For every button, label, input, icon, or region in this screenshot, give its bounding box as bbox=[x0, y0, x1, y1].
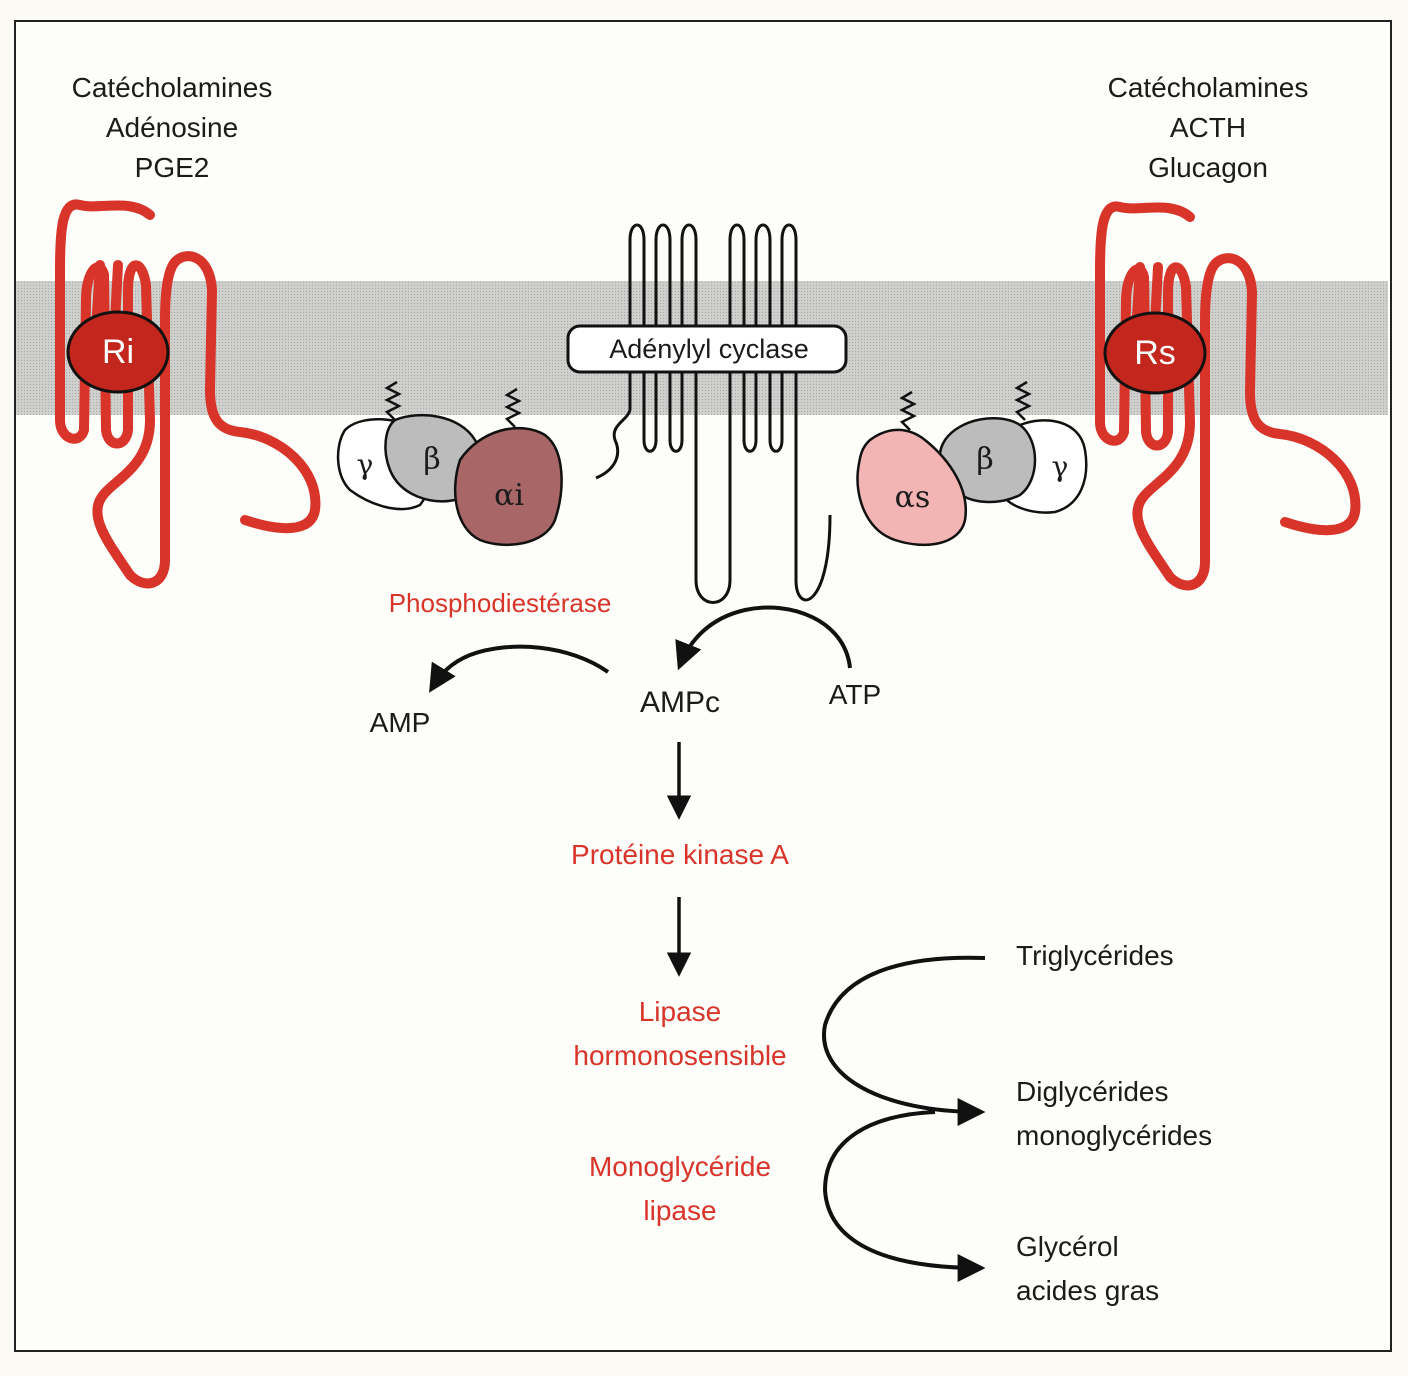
gamma-i-label: γ bbox=[356, 448, 374, 481]
beta-s-label: β bbox=[976, 442, 994, 477]
mg-lipase-line: lipase bbox=[643, 1195, 717, 1226]
alpha-i-subunit bbox=[453, 426, 563, 547]
lipase-hs-label: Lipase hormonosensible bbox=[520, 990, 840, 1078]
atp-label: ATP bbox=[828, 679, 882, 710]
gamma-s-label: γ bbox=[1051, 450, 1069, 483]
pka-label: Protéine kinase A bbox=[571, 839, 789, 870]
beta-i-label: β bbox=[423, 442, 441, 477]
adenylyl-cyclase-box bbox=[566, 324, 848, 374]
ligand-label: Catécholamines bbox=[1107, 72, 1309, 103]
ligands-stimulatory: Catécholamines ACTH Glucagon bbox=[1078, 68, 1338, 188]
alpha-i-label: αi bbox=[494, 478, 524, 513]
lipase-hs-line: hormonosensible bbox=[573, 1040, 787, 1071]
lipid-anchor-gamma bbox=[1014, 380, 1032, 421]
diglycerides-line: Diglycérides bbox=[1016, 1076, 1169, 1107]
arrow-atp-to-ampc bbox=[675, 605, 852, 671]
ligand-label: ACTH bbox=[1169, 112, 1247, 143]
lipid-anchor-gamma bbox=[384, 380, 402, 421]
diglycerides-label: Diglycérides monoglycérides bbox=[1016, 1070, 1212, 1158]
diglycerides-line: monoglycérides bbox=[1016, 1120, 1213, 1151]
ligand-label: Glucagon bbox=[1148, 152, 1268, 183]
lipase-hs-line: Lipase bbox=[638, 996, 722, 1027]
glycerol-line: Glycérol bbox=[1016, 1231, 1119, 1262]
amp-label: AMP bbox=[369, 707, 431, 738]
ligand-label: Adénosine bbox=[105, 112, 239, 143]
mg-lipase-line: Monoglycéride bbox=[588, 1151, 772, 1182]
arrow-ampc-to-amp bbox=[429, 644, 610, 693]
receptor-rs-badge bbox=[1103, 311, 1207, 395]
adenylyl-cyclase-structure bbox=[595, 223, 832, 604]
mg-lipase-label: Monoglycéride lipase bbox=[520, 1145, 840, 1233]
ligands-inhibitory: Catécholamines Adénosine PGE2 bbox=[42, 68, 302, 188]
ligand-label: PGE2 bbox=[134, 152, 210, 183]
glycerol-line: acides gras bbox=[1016, 1275, 1160, 1306]
phosphodiesterase-label: Phosphodiestérase bbox=[388, 588, 612, 618]
lipid-anchor-alpha bbox=[899, 390, 917, 431]
arrow-dg-to-glycerol bbox=[822, 1110, 986, 1282]
alpha-s-subunit bbox=[856, 428, 968, 547]
receptor-ri-badge bbox=[66, 310, 170, 394]
arrow-tg-to-dg bbox=[822, 955, 986, 1126]
g-protein-stimulatory bbox=[856, 380, 1088, 547]
ampc-label: AMPc bbox=[639, 686, 720, 719]
receptor-rs-label: Rs bbox=[1134, 334, 1176, 372]
adenylyl-cyclase-label: Adénylyl cyclase bbox=[609, 334, 809, 364]
glycerol-label: Glycérol acides gras bbox=[1016, 1225, 1159, 1313]
receptor-ri-label: Ri bbox=[101, 333, 135, 371]
alpha-s-label: αs bbox=[894, 480, 931, 515]
ligand-label: Catécholamines bbox=[71, 72, 273, 103]
triglycerides-label: Triglycérides bbox=[1016, 940, 1174, 971]
figure-frame bbox=[14, 20, 1392, 1352]
g-protein-inhibitory bbox=[336, 380, 563, 547]
lipid-anchor-alpha bbox=[504, 387, 522, 428]
